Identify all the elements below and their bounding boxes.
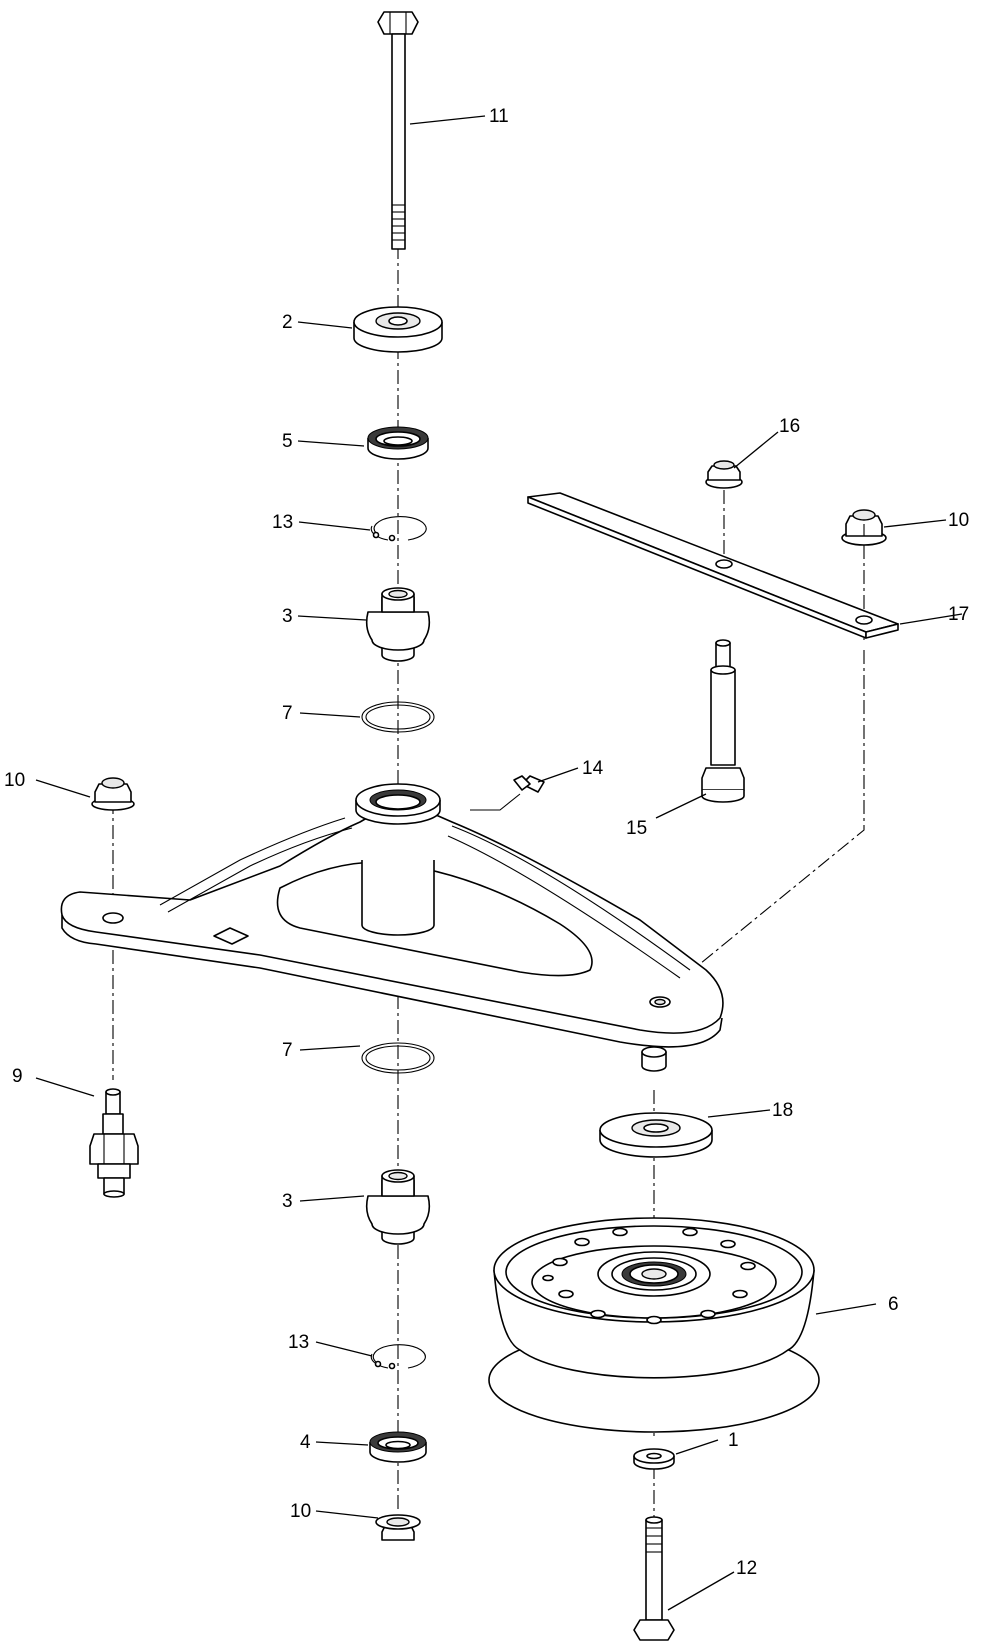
idler-pulley-part-6 <box>488 1217 820 1433</box>
callout-6: 6 <box>888 1294 899 1315</box>
nut-part-10-right <box>841 509 887 546</box>
seal-part-4 <box>369 1431 427 1463</box>
callout-16: 16 <box>779 416 800 437</box>
callout-12: 12 <box>736 1558 757 1579</box>
callout-7-lower: 7 <box>282 1040 293 1061</box>
washer-part-18 <box>599 1112 713 1158</box>
callout-3-upper: 3 <box>282 606 293 627</box>
o-ring-part-7-lower <box>361 1042 435 1074</box>
callout-11: 11 <box>489 106 509 127</box>
seal-part-5 <box>367 426 429 460</box>
callout-1: 1 <box>728 1430 739 1451</box>
stud-part-9 <box>89 1088 139 1198</box>
washer-part-1 <box>633 1448 675 1470</box>
callout-3-lower: 3 <box>282 1191 293 1212</box>
nut-part-10-left <box>91 777 135 811</box>
callout-labels: 11 2 5 13 3 7 16 10 17 14 15 10 9 7 18 3… <box>4 106 969 1579</box>
callout-5: 5 <box>282 431 293 452</box>
callout-13-lower: 13 <box>288 1332 309 1353</box>
callout-14: 14 <box>582 758 604 779</box>
callout-13-upper: 13 <box>272 512 293 533</box>
grease-fitting-part-14 <box>470 775 545 811</box>
snap-ring-part-13-upper <box>370 516 427 542</box>
bolt-part-12 <box>633 1516 675 1641</box>
nut-part-10-bottom <box>375 1514 421 1541</box>
callout-15: 15 <box>626 818 647 839</box>
callout-17: 17 <box>948 604 969 625</box>
washer-part-2 <box>353 306 443 353</box>
callout-10-left: 10 <box>4 770 25 791</box>
callout-leaders <box>35 115 963 1611</box>
callout-4: 4 <box>300 1432 311 1453</box>
bearing-part-3-lower <box>365 1169 431 1245</box>
strap-part-17 <box>527 492 899 639</box>
idler-bracket-arm <box>60 783 724 1072</box>
bolt-part-11 <box>377 11 419 250</box>
callout-7-upper: 7 <box>282 703 293 724</box>
bearing-part-3-upper <box>365 587 431 662</box>
callout-9: 9 <box>12 1066 23 1087</box>
o-ring-part-7-upper <box>361 701 435 733</box>
callout-10-right: 10 <box>948 510 969 531</box>
callout-10-bottom: 10 <box>290 1501 311 1522</box>
stud-part-15 <box>701 639 745 803</box>
callout-18: 18 <box>772 1100 793 1121</box>
callout-2: 2 <box>282 312 293 333</box>
